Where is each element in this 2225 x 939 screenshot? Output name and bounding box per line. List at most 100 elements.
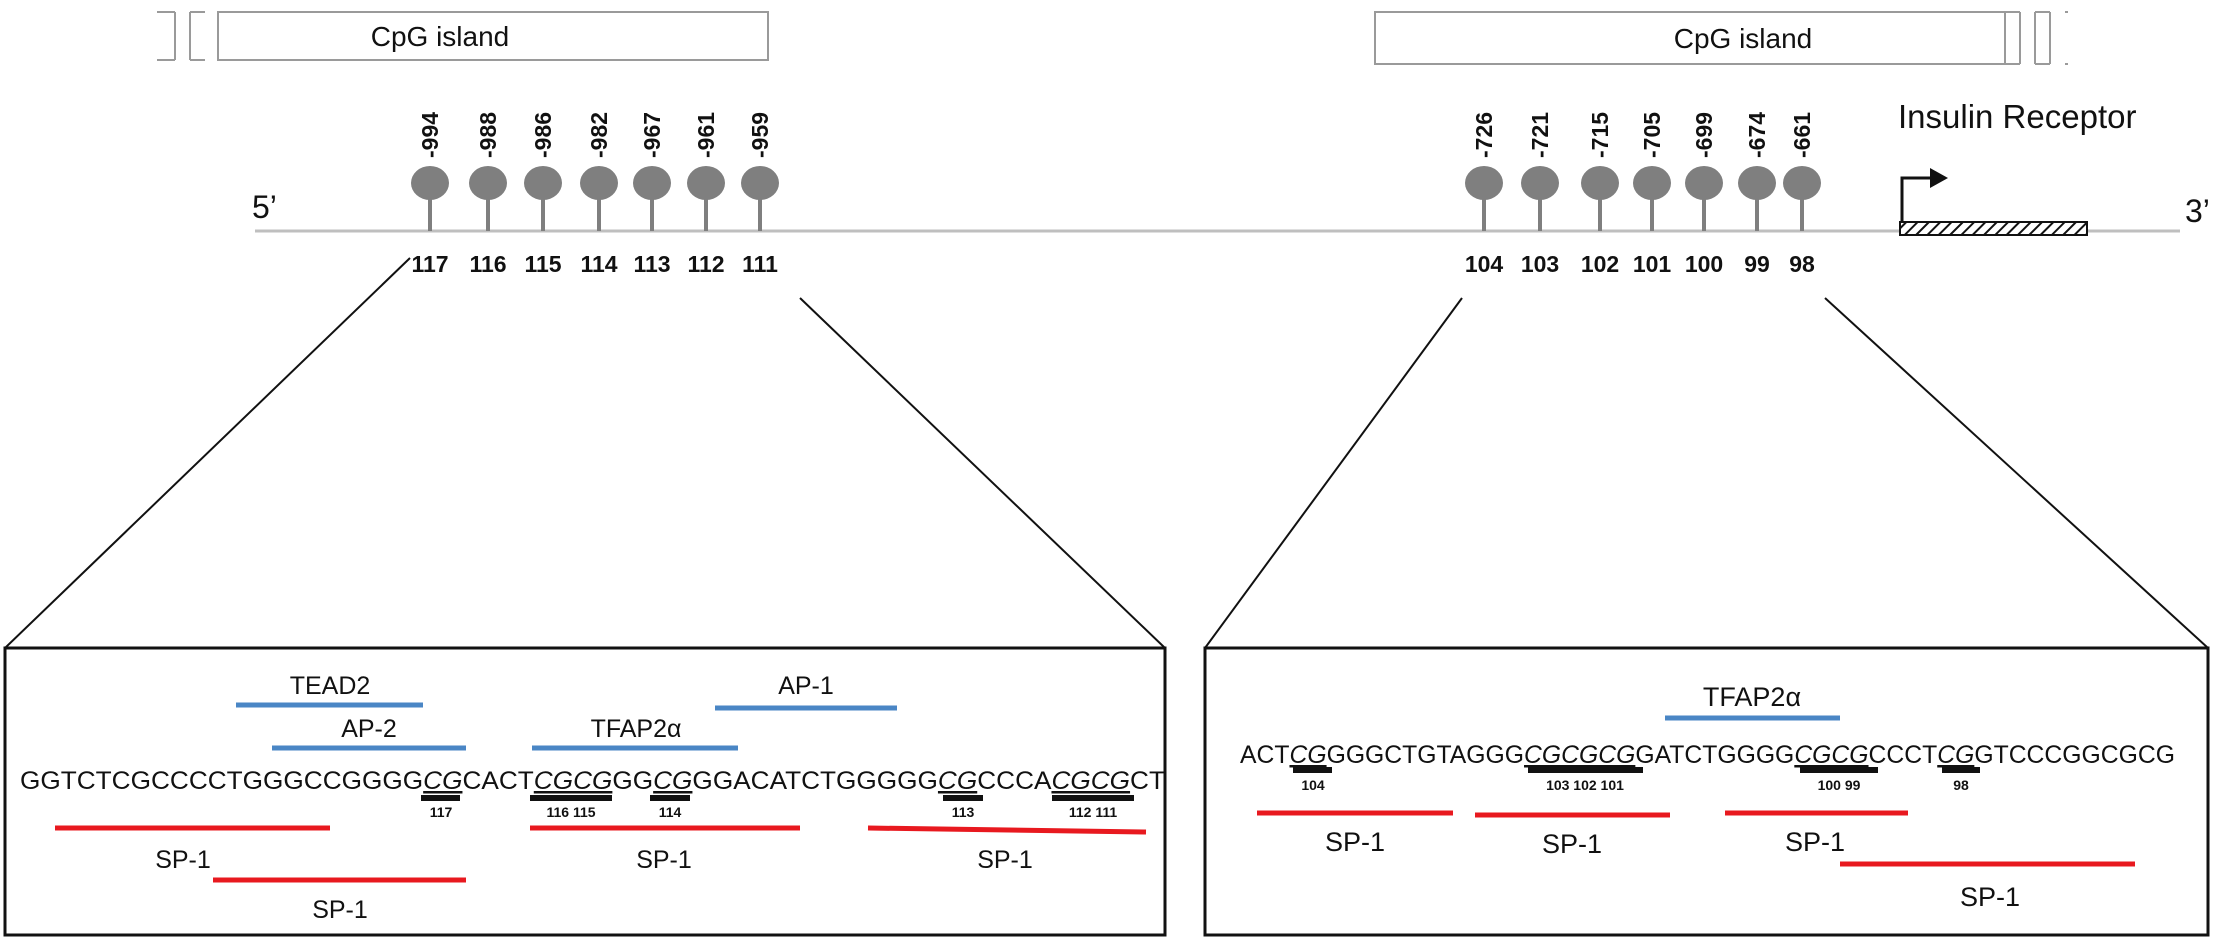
cpg-position-label: -959 <box>747 112 773 158</box>
cpg-site-113: -967 113 <box>633 112 671 277</box>
cpg-site-number: 113 <box>633 251 670 277</box>
cg-site-label: 103 102 101 <box>1546 777 1624 793</box>
cpg-site-number: 100 <box>1685 251 1723 277</box>
five-prime-label: 5’ <box>252 189 277 225</box>
lollipop-head <box>1465 166 1503 200</box>
cpg-position-label: -994 <box>417 112 443 158</box>
lollipop-head <box>1633 166 1671 200</box>
tf-label-sp1: SP-1 <box>1325 827 1385 857</box>
tf-label-sp1: SP-1 <box>312 896 368 924</box>
cg-site-label: 100 99 <box>1818 777 1861 793</box>
cpg-site-112: -961 112 <box>687 112 725 277</box>
sequence-segment: GGACATCTGGGGG <box>692 767 937 795</box>
cpg-site-number: 101 <box>1633 251 1672 277</box>
tss-arrow-icon <box>1900 176 1932 222</box>
cpg-position-label: -705 <box>1639 112 1665 158</box>
cg-site-label: 113 <box>952 804 975 820</box>
cpg-position-label: -982 <box>586 112 612 158</box>
cpg-site-number: 102 <box>1581 251 1619 277</box>
lollipop-head <box>524 166 562 200</box>
tf-label-sp1: SP-1 <box>977 846 1033 874</box>
tf-label-ap2: AP-2 <box>341 715 397 743</box>
cg-site-label: 104 <box>1301 777 1325 793</box>
sequence-segment: CT <box>1130 767 1165 795</box>
sequence-segment: ACT <box>1240 741 1289 769</box>
cg-site-label: 116 115 <box>546 804 595 820</box>
cpg-island-label-right: CpG island <box>1674 23 1813 54</box>
left-box-content: TEAD2 AP-2 TFAP2α AP-1 GGTCTCGCCCCTGGGCC… <box>20 672 1165 924</box>
cpg-site-115: -986 115 <box>524 112 562 277</box>
cpg-position-label: -988 <box>475 112 501 158</box>
tf-label-sp1: SP-1 <box>636 846 692 874</box>
cg-dinucleotide: CG <box>938 767 977 795</box>
cg-site-label: 117 <box>430 804 453 820</box>
tf-label-sp1: SP-1 <box>1542 829 1602 859</box>
cg-site-label: 98 <box>1953 777 1969 793</box>
cpg-position-label: -721 <box>1527 112 1553 158</box>
cpg-position-label: -726 <box>1471 112 1497 158</box>
lollipop-head <box>687 166 725 200</box>
lollipop-head <box>1783 166 1821 200</box>
cg-dinucleotide: CGCG <box>1794 741 1868 769</box>
lollipop-head <box>469 166 507 200</box>
right-box-content: TFAP2α ACTCGGGGCTGTAGGGCGCGCGGATCTGGGGCG… <box>1240 682 2175 912</box>
cpg-site-number: 114 <box>580 251 617 277</box>
sequence-segment: GATCTGGGG <box>1635 741 1794 769</box>
cpg-site-number: 117 <box>411 251 448 277</box>
tf-label-sp1: SP-1 <box>155 846 211 874</box>
tf-label-tfap2a: TFAP2α <box>1703 682 1801 712</box>
tf-label-ap1: AP-1 <box>778 672 834 700</box>
cpg-position-label: -967 <box>639 112 665 158</box>
cpg-site-117: -994 117 <box>411 112 449 277</box>
sequence-segment: GG <box>612 767 653 795</box>
sequence-segment: GTCCCGGCGCG <box>1974 741 2175 769</box>
tf-label-tead2: TEAD2 <box>290 672 371 700</box>
tf-label-sp1: SP-1 <box>1960 882 2020 912</box>
cg-dinucleotide: CG <box>1937 741 1974 769</box>
detail-box-left <box>3 646 1167 937</box>
cg-dinucleotide: CG <box>1289 741 1326 769</box>
lollipop-head <box>633 166 671 200</box>
cg-dinucleotide: CGCG <box>534 767 613 795</box>
cpg-site-number: 103 <box>1521 251 1559 277</box>
cpg-position-label: -674 <box>1744 112 1770 158</box>
cpg-site-100: -699 100 <box>1685 112 1723 277</box>
three-prime-label: 3’ <box>2185 193 2210 229</box>
lollipop-head <box>1581 166 1619 200</box>
cpg-position-label: -699 <box>1691 112 1717 158</box>
cpg-site-114: -982 114 <box>580 112 618 277</box>
cpg-position-label: -715 <box>1587 112 1613 158</box>
lollipop-head <box>741 166 779 200</box>
cg-dinucleotide: CGCGCG <box>1524 741 1635 769</box>
cpg-site-number: 112 <box>687 251 724 277</box>
sequence-right: ACTCGGGGCTGTAGGGCGCGCGGATCTGGGGCGCGCCCTC… <box>1240 741 2175 769</box>
tf-label-tfap2a: TFAP2α <box>591 715 682 743</box>
cpg-position-label: -661 <box>1789 112 1815 158</box>
cg-dinucleotide: CGCG <box>1051 767 1130 795</box>
lollipop-head <box>1521 166 1559 200</box>
cpg-site-number: 115 <box>524 251 561 277</box>
cg-site-label: 114 <box>659 804 682 820</box>
detail-box-right <box>1203 646 2210 937</box>
cpg-position-label: -986 <box>530 112 556 158</box>
cpg-island-left: CpG island <box>157 11 769 61</box>
cg-dinucleotide: CG <box>653 767 692 795</box>
cpg-position-label: -961 <box>693 112 719 158</box>
sequence-segment: GGTCTCGCCCCTGGGCCGGGG <box>20 767 423 795</box>
lollipop-head <box>1685 166 1723 200</box>
cpg-site-102: -715 102 <box>1581 112 1619 277</box>
cpg-island-label-left: CpG island <box>371 21 510 52</box>
cg-site-label: 112 111 <box>1069 804 1118 820</box>
cpg-site-101: -705 101 <box>1633 112 1672 277</box>
sequence-segment: CCCT <box>1869 741 1938 769</box>
